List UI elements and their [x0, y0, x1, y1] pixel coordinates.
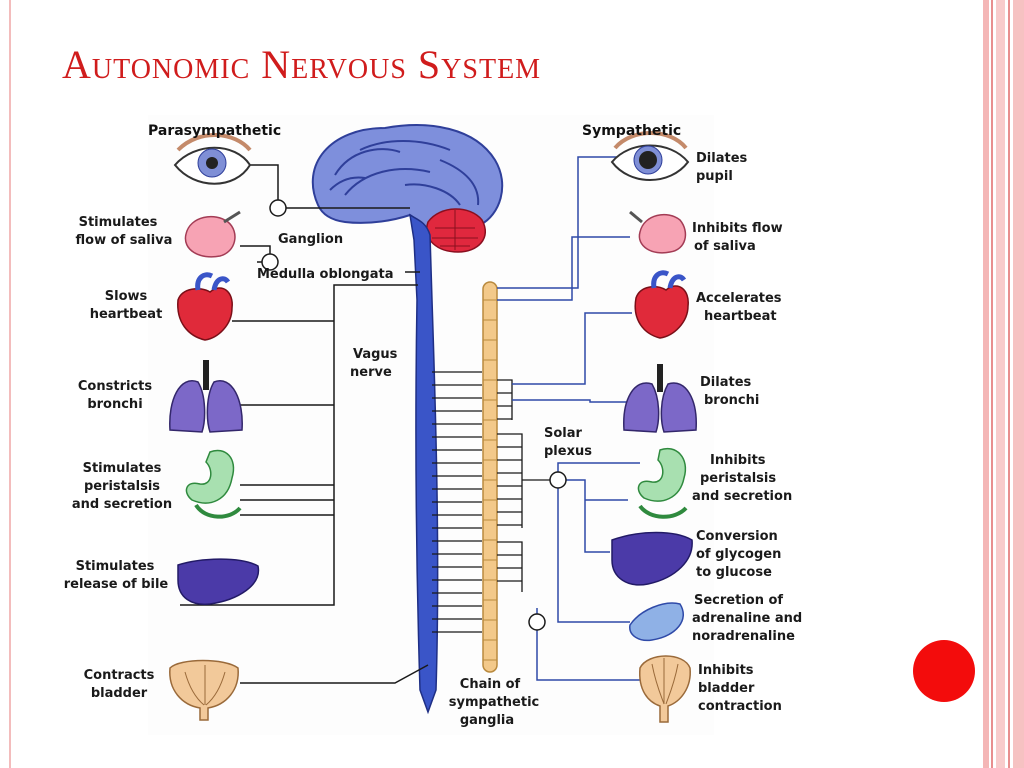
red-accent-dot: [913, 640, 975, 702]
para-label-bile-1: Stimulates: [76, 559, 155, 574]
para-label-bronchi-2: bronchi: [87, 397, 142, 412]
symp-label-peristalsis-3: and secretion: [692, 489, 792, 504]
symp-label-saliva-1: Inhibits flow: [692, 221, 783, 236]
symp-label-bladder-3: contraction: [698, 699, 782, 714]
bladder-icon: [639, 655, 691, 723]
para-label-heart-1: Slows: [105, 289, 148, 304]
border-stripe: [1008, 0, 1010, 768]
spinal-rungs: [432, 371, 552, 633]
para-label-saliva-2: flow of saliva: [76, 233, 173, 248]
border-stripe: [1013, 0, 1024, 768]
para-label-bronchi-1: Constricts: [78, 379, 152, 394]
symp-label-heart-1: Accelerates: [696, 291, 782, 306]
chain-label-1: Chain of: [460, 677, 521, 692]
ganglion-label: Ganglion: [278, 232, 343, 247]
liver-icon: [611, 531, 693, 586]
vagus-label-2: nerve: [350, 365, 392, 380]
para-label-peristalsis-3: and secretion: [72, 497, 172, 512]
stomach-intestine-icon: [637, 447, 688, 519]
border-stripe: [991, 0, 993, 768]
symp-label-peristalsis-2: peristalsis: [700, 471, 776, 486]
para-label-saliva-1: Stimulates: [79, 215, 158, 230]
left-border-line: [9, 0, 11, 768]
para-label-peristalsis-1: Stimulates: [83, 461, 162, 476]
symp-label-heart-2: heartbeat: [704, 309, 777, 324]
salivary-gland-icon: [629, 210, 687, 254]
solar-plexus-label-2: plexus: [544, 444, 592, 459]
parasympathetic-header: Parasympathetic: [148, 123, 281, 139]
chain-label-2: sympathetic: [449, 695, 540, 710]
bladder-icon: [169, 659, 239, 721]
symp-label-adrenaline-1: Secretion of: [694, 593, 783, 608]
lungs-icon: [169, 360, 243, 433]
symp-label-bladder-2: bladder: [698, 681, 755, 696]
ganglion-markers: [261, 199, 567, 631]
eye-icon: [610, 131, 690, 181]
stomach-intestine-icon: [185, 449, 242, 519]
symp-label-bronchi-1: Dilates: [700, 375, 752, 390]
symp-label-glycogen-2: of glycogen: [696, 547, 781, 562]
symp-label-pupil-1: Dilates: [696, 151, 748, 166]
symp-label-glycogen-1: Conversion: [696, 529, 778, 544]
sympathetic-header: Sympathetic: [582, 123, 681, 139]
medulla-label: Medulla oblongata: [257, 267, 393, 282]
adrenal-gland-icon: [629, 602, 685, 642]
salivary-gland-icon: [184, 210, 241, 258]
symp-label-adrenaline-2: adrenaline and: [692, 611, 802, 626]
lungs-icon: [623, 364, 697, 433]
border-stripe: [996, 0, 1005, 768]
eye-icon: [173, 133, 252, 185]
sympathetic-chain: [482, 281, 498, 673]
cerebellum: [426, 208, 487, 253]
para-label-peristalsis-2: peristalsis: [84, 479, 160, 494]
heart-icon: [177, 272, 233, 341]
solar-plexus-label-1: Solar: [544, 426, 583, 441]
symp-label-bronchi-2: bronchi: [704, 393, 759, 408]
chain-label-3: ganglia: [460, 713, 514, 728]
symp-label-peristalsis-1: Inhibits: [710, 453, 766, 468]
slide-title: Autonomic Nervous System: [62, 42, 542, 87]
parasympathetic-pathways: [180, 164, 429, 684]
symp-label-glycogen-3: to glucose: [696, 565, 772, 580]
para-label-heart-2: heartbeat: [90, 307, 163, 322]
vagus-label-1: Vagus: [353, 347, 398, 362]
liver-icon: [177, 558, 260, 606]
symp-label-saliva-2: of saliva: [694, 239, 756, 254]
heart-icon: [634, 270, 689, 339]
symp-label-pupil-2: pupil: [696, 169, 733, 184]
symp-label-adrenaline-3: noradrenaline: [692, 629, 795, 644]
para-label-bile-2: release of bile: [64, 577, 169, 592]
spinal-cord: [408, 213, 439, 715]
brain: [311, 124, 504, 253]
para-label-bladder-1: Contracts: [84, 668, 155, 683]
para-label-bladder-2: bladder: [91, 686, 148, 701]
border-stripe: [983, 0, 989, 768]
symp-label-bladder-1: Inhibits: [698, 663, 754, 678]
